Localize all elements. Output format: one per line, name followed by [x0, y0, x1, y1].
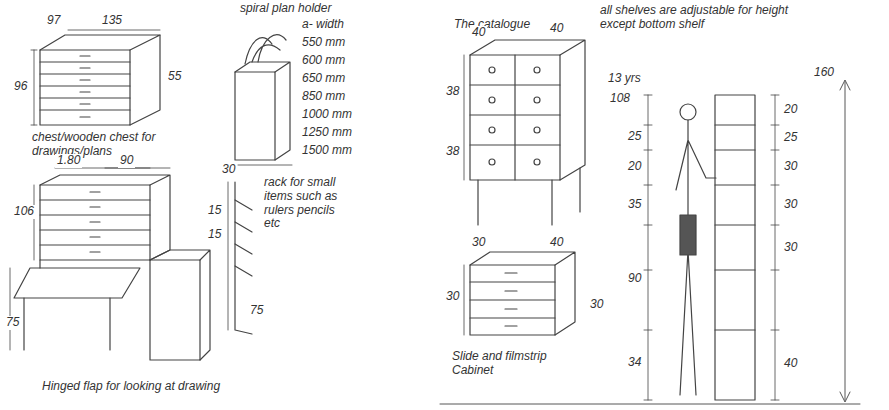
- note-label: 20: [626, 160, 643, 174]
- note-label: 1000 mm: [300, 108, 354, 122]
- plan-chest: [31, 30, 160, 125]
- note-label: 850 mm: [300, 90, 347, 104]
- note-label: 25: [782, 131, 799, 145]
- note-label: Hinged flap for looking at drawing: [40, 380, 264, 394]
- note-label: 15: [206, 228, 223, 242]
- note-label: chest/wooden chest for drawings/plans: [30, 131, 174, 159]
- note-label: a- width: [300, 18, 346, 32]
- note-label: 1.80: [55, 154, 82, 168]
- note-label: 38: [444, 85, 461, 99]
- shelving-figure: [440, 80, 860, 404]
- note-label: 108: [608, 92, 632, 106]
- note-label: 55: [166, 70, 183, 84]
- note-label: 135: [100, 14, 124, 28]
- note-label: Slide and filmstrip Cabinet: [450, 350, 564, 378]
- note-label: 650 mm: [300, 72, 347, 86]
- note-label: 30: [444, 290, 461, 304]
- note-label: 30: [470, 236, 487, 250]
- note-label: 160: [812, 66, 836, 80]
- note-label: 1500 mm: [300, 144, 354, 158]
- note-label: 97: [45, 14, 62, 28]
- note-label: 13 yrs: [606, 72, 643, 86]
- note-label: 30: [588, 298, 605, 312]
- note-label: 1250 mm: [300, 126, 354, 140]
- note-label: 15: [206, 204, 223, 218]
- note-label: 75: [4, 316, 21, 330]
- note-label: spiral plan holder: [238, 2, 333, 16]
- note-label: 600 mm: [300, 54, 347, 68]
- note-label: 40: [548, 236, 565, 250]
- note-label: 35: [626, 198, 643, 212]
- note-label: 40: [548, 22, 565, 36]
- note-label: 34: [626, 356, 643, 370]
- note-label: 90: [118, 154, 135, 168]
- note-label: 40: [782, 357, 799, 371]
- note-label: 96: [12, 80, 29, 94]
- note-label: The catalogue: [452, 18, 532, 32]
- slide-cabinet: [464, 252, 575, 335]
- note-label: 20: [782, 103, 799, 117]
- note-label: 30: [220, 163, 237, 177]
- drawing-desk: [10, 168, 210, 360]
- catalogue-cabinet: [464, 40, 585, 225]
- note-label: 30: [782, 241, 799, 255]
- note-label: 75: [248, 304, 265, 318]
- note-label: 30: [782, 160, 799, 174]
- note-label: rack for small items such as rulers penc…: [262, 176, 346, 231]
- spiral-plan-holder: [235, 35, 292, 165]
- note-label: 90: [626, 272, 643, 286]
- note-label: 30: [782, 198, 799, 212]
- note-label: 25: [626, 130, 643, 144]
- note-label: all shelves are adjustable for height ex…: [598, 4, 807, 32]
- note-label: 40: [470, 26, 487, 40]
- note-label: 38: [444, 145, 461, 159]
- note-label: 550 mm: [300, 36, 347, 50]
- note-label: 106: [12, 205, 36, 219]
